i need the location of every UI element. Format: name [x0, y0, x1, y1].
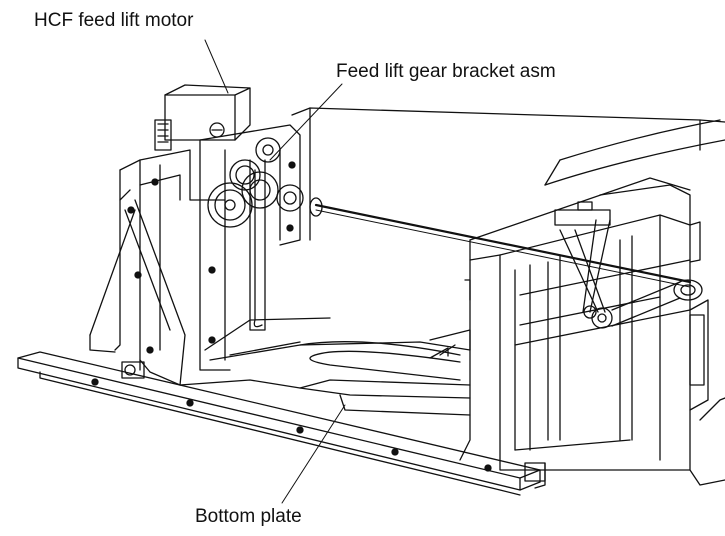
left-frame [89, 149, 226, 386]
right-frame [459, 177, 703, 471]
motor-callout-label: HCF feed lift motor [34, 10, 194, 31]
leader-lines [204, 39, 346, 504]
front-rail [17, 351, 546, 496]
bottom-plate-callout-label: Bottom plate [195, 506, 302, 527]
gear-bracket-callout-label: Feed lift gear bracket asm [336, 61, 556, 82]
motor-gear-assembly [154, 84, 304, 371]
tray-housing [291, 107, 725, 486]
bottom-plate [179, 317, 471, 416]
drive-shaft [309, 197, 692, 288]
motor-leader-line [204, 39, 229, 94]
bottom-plate-leader-line [281, 404, 346, 504]
gear-bracket-leader-line [269, 83, 343, 161]
